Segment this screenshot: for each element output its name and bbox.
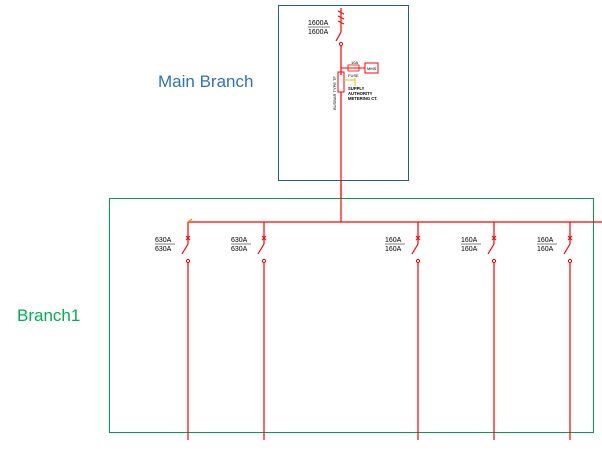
meter-text-2: AUTHORITY (348, 91, 373, 96)
main-breaker-rating-bottom: 1600A (308, 29, 329, 36)
feeder-rating-bottom-5: 160A (537, 246, 554, 253)
main-breaker-rating-top: 1600A (308, 20, 329, 27)
main-breaker (335, 31, 344, 75)
feeder-rating-bottom-2: 630A (231, 246, 248, 253)
feeder-breaker-4: 160A 160A (461, 222, 497, 440)
branch1-label: Branch1 (17, 306, 81, 325)
metering-equipment (337, 62, 379, 198)
fuse-rating: 10A (351, 60, 358, 65)
feeder-rating-bottom-3: 160A (385, 246, 402, 253)
feeder-rating-top-5: 160A (537, 237, 554, 244)
feeder-rating-top-3: 160A (385, 237, 402, 244)
vertical-busbar-text: BUSBAR TYPE TF (332, 76, 337, 110)
feeder-rating-top-2: 630A (231, 237, 248, 244)
fuse-label: FUSE (348, 73, 359, 78)
main-branch-label: Main Branch (158, 72, 254, 91)
main-branch-box (278, 5, 409, 181)
meter-text-3: METERING CT. (348, 96, 378, 101)
feeder-breaker-2: 630A 630A (231, 222, 267, 440)
feeder-rating-bottom-4: 160A (461, 246, 478, 253)
meter-text-1: SUPPLY (348, 86, 365, 91)
feeder-breaker-3: 160A 160A (385, 222, 421, 440)
feeder-breaker-5: 160A 160A (537, 222, 573, 440)
feeder-rating-top-1: 630A (155, 237, 172, 244)
busbar-left-end (187, 218, 193, 223)
branch1-box (109, 198, 594, 433)
feeders: 630A 630A 630A 630A 160A 160A 160A 160A 160A 160A (155, 222, 573, 440)
feeder-breaker-1: 630A 630A (155, 222, 191, 440)
feeder-rating-top-4: 160A (461, 237, 478, 244)
fuse-device: MMS (367, 66, 377, 71)
incoming-marker (337, 10, 345, 25)
feeder-rating-bottom-1: 630A (155, 246, 172, 253)
